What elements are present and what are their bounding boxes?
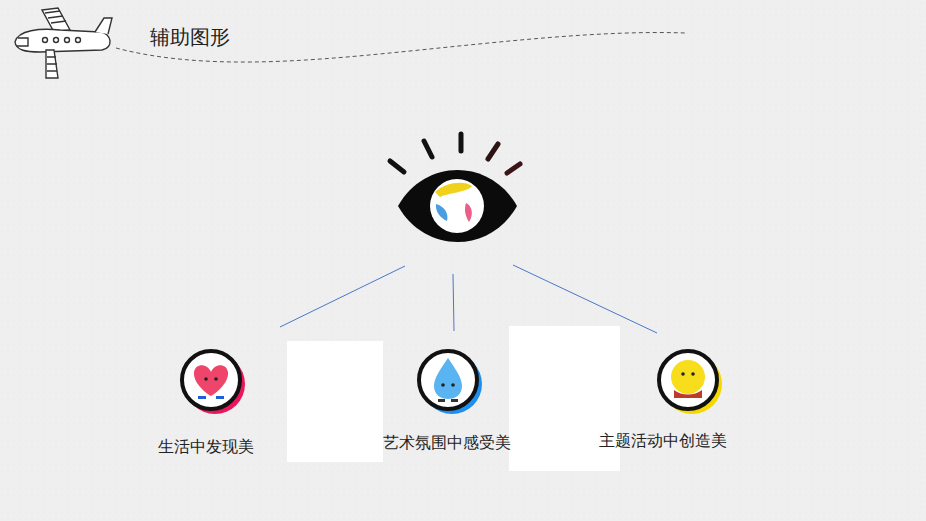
drop-character-icon: [419, 351, 482, 414]
eye-symbol: [390, 134, 520, 242]
slide-title: 辅助图形: [150, 24, 230, 51]
blob-character-icon: [659, 351, 722, 414]
heart-character-icon: [182, 351, 245, 414]
leader-line: [280, 265, 657, 333]
icon-node: 主题活动中创造美: [599, 431, 727, 450]
node-label: 生活中发现美: [158, 437, 254, 456]
airplane-sketch: [15, 8, 112, 78]
blank-panel: [287, 341, 383, 462]
icon-node: 艺术氛围中感受美: [383, 433, 511, 452]
node-label: 主题活动中创造美: [599, 431, 727, 450]
node-label: 艺术氛围中感受美: [383, 433, 511, 452]
blank-panel: [509, 326, 620, 471]
icon-node: 生活中发现美: [158, 437, 254, 456]
